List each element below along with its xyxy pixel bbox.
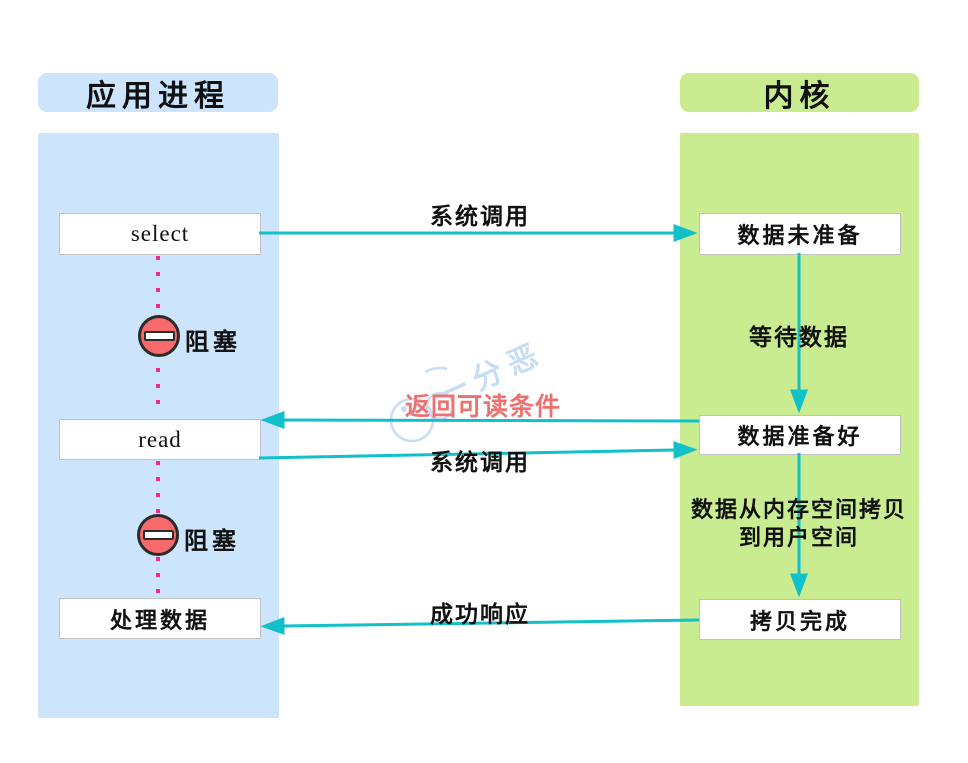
node-copy-complete-label: 拷贝完成: [749, 608, 850, 634]
label-success-response: 成功响应: [430, 602, 530, 627]
node-select: select: [59, 213, 261, 255]
label-syscall-2: 系统调用: [430, 450, 530, 475]
no-entry-bar: [142, 530, 174, 540]
node-read-label: read: [138, 426, 182, 452]
label-copy-line1: 数据从内存空间拷贝: [690, 497, 907, 522]
application-process-title: 应用进程: [86, 79, 230, 113]
label-copy-to-user-space: 数据从内存空间拷贝 到用户空间: [689, 496, 909, 552]
node-process-data-label: 处理数据: [109, 607, 210, 633]
node-copy-complete: 拷贝完成: [699, 599, 901, 640]
no-entry-bar: [143, 331, 175, 341]
blocking-label-1: 阻塞: [185, 330, 241, 356]
kernel-title: 内核: [763, 79, 836, 113]
no-entry-icon: [138, 315, 180, 357]
label-wait-data: 等待数据: [749, 325, 849, 350]
application-process-header: 应用进程: [38, 73, 278, 113]
node-read: read: [59, 419, 261, 460]
kernel-header: 内核: [680, 73, 919, 113]
node-data-not-ready-label: 数据未准备: [737, 223, 863, 248]
node-data-not-ready: 数据未准备: [699, 213, 901, 255]
node-select-label: select: [130, 221, 190, 246]
no-entry-icon: [137, 514, 179, 556]
label-copy-line2: 到用户空间: [738, 525, 859, 550]
node-data-ready-label: 数据准备好: [737, 424, 863, 449]
blocking-label-2: 阻塞: [184, 529, 240, 555]
label-return-readable: 返回可读条件: [404, 394, 561, 421]
label-syscall-1: 系统调用: [430, 204, 530, 229]
node-process-data: 处理数据: [59, 598, 261, 639]
node-data-ready: 数据准备好: [699, 415, 901, 455]
